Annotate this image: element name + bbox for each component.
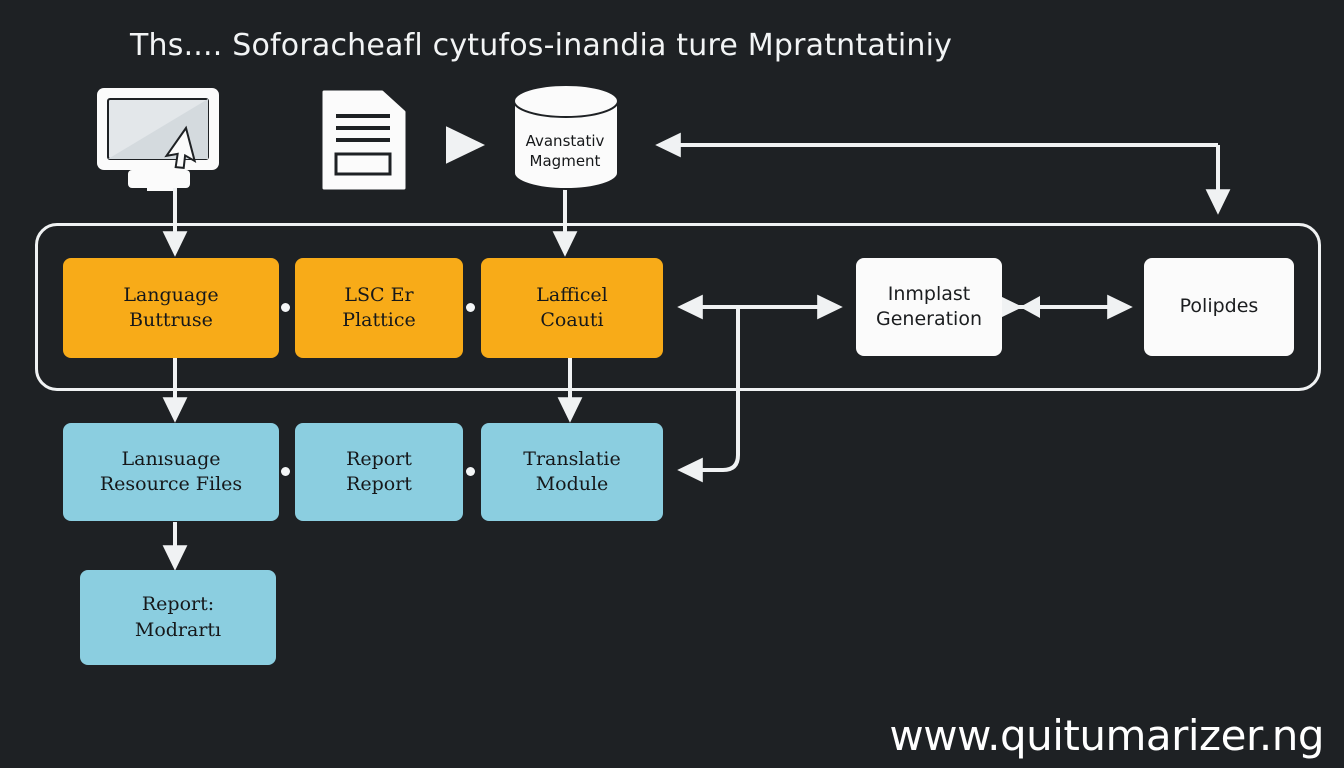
node-resource-3[interactable]: Translatie Module	[481, 423, 663, 521]
connector-dot-process-2-3	[466, 303, 475, 312]
page-title: Ths.... Soforacheafl cytufos-inandia tur…	[130, 28, 953, 63]
node-plain-1[interactable]: Inmplast Generation	[856, 258, 1002, 356]
connector-dot-resource-2-3	[466, 467, 475, 476]
database-cylinder-icon	[508, 84, 624, 195]
node-resource-1[interactable]: Lanısuage Resource Files	[63, 423, 279, 521]
node-output-report[interactable]: Report: Modrartı	[80, 570, 276, 665]
connector-dot-process-1-2	[281, 303, 290, 312]
node-process-3[interactable]: Lafficel Coauti	[481, 258, 663, 358]
monitor-cursor-icon	[92, 86, 242, 196]
group-container-frame	[35, 223, 1321, 391]
connector-dot-resource-1-2	[281, 467, 290, 476]
node-process-2[interactable]: LSC Er Plattice	[295, 258, 463, 358]
node-process-1[interactable]: Language Buttruse	[63, 258, 279, 358]
watermark-url: www.quitumarizer.ng	[889, 711, 1324, 760]
node-resource-2[interactable]: Report Report	[295, 423, 463, 521]
document-icon	[320, 88, 412, 197]
database-label: Avanstativ Magment	[525, 132, 605, 170]
node-plain-2[interactable]: Polipdes	[1144, 258, 1294, 356]
